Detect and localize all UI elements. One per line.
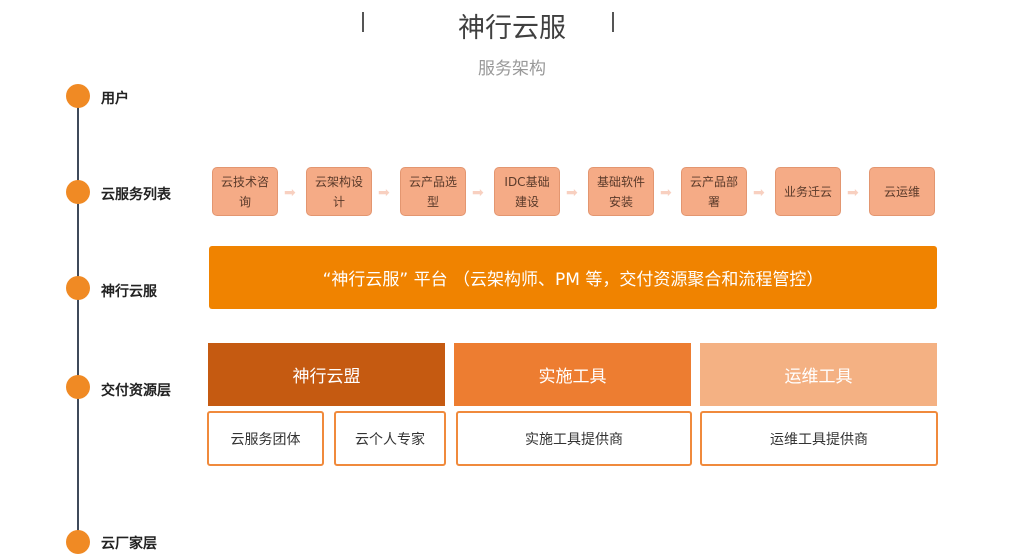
service-box: 云运维: [869, 167, 935, 216]
timeline-line: [77, 96, 79, 546]
service-box: 云架构设计: [306, 167, 372, 216]
level-dot: [66, 180, 90, 204]
resource-implementation-tools: 实施工具: [454, 343, 691, 406]
service-box: 业务迁云: [775, 167, 841, 216]
level-label: 云服务列表: [101, 187, 171, 203]
provider-box: 运维工具提供商: [700, 411, 938, 466]
arrow-right-icon: ➡: [847, 185, 859, 201]
page-title: 神行云服: [458, 13, 566, 44]
level-label: 交付资源层: [101, 383, 171, 399]
level-label: 神行云服: [101, 284, 157, 300]
resource-alliance: 神行云盟: [208, 343, 445, 406]
platform-bar: “神行云服” 平台 （云架构师、PM 等，交付资源聚合和流程管控）: [209, 246, 937, 309]
service-box: 云产品部署: [681, 167, 747, 216]
page-subtitle: 服务架构: [478, 59, 546, 79]
resource-ops-tools: 运维工具: [700, 343, 937, 406]
service-box: 基础软件安装: [588, 167, 654, 216]
service-box: 云技术咨询: [212, 167, 278, 216]
arrow-right-icon: ➡: [660, 185, 672, 201]
level-dot: [66, 375, 90, 399]
arrow-right-icon: ➡: [566, 185, 578, 201]
provider-box: 云个人专家: [334, 411, 446, 466]
title-bar-right: [612, 12, 614, 32]
arrow-right-icon: ➡: [284, 185, 296, 201]
level-dot: [66, 276, 90, 300]
provider-box: 云服务团体: [207, 411, 324, 466]
service-box: 云产品选型: [400, 167, 466, 216]
level-label: 云厂家层: [101, 536, 157, 552]
level-dot: [66, 530, 90, 554]
service-box: IDC基础建设: [494, 167, 560, 216]
level-label: 用户: [101, 91, 129, 107]
arrow-right-icon: ➡: [472, 185, 484, 201]
provider-box: 实施工具提供商: [456, 411, 692, 466]
arrow-right-icon: ➡: [753, 185, 765, 201]
level-dot: [66, 84, 90, 108]
title-bar-left: [362, 12, 364, 32]
arrow-right-icon: ➡: [378, 185, 390, 201]
